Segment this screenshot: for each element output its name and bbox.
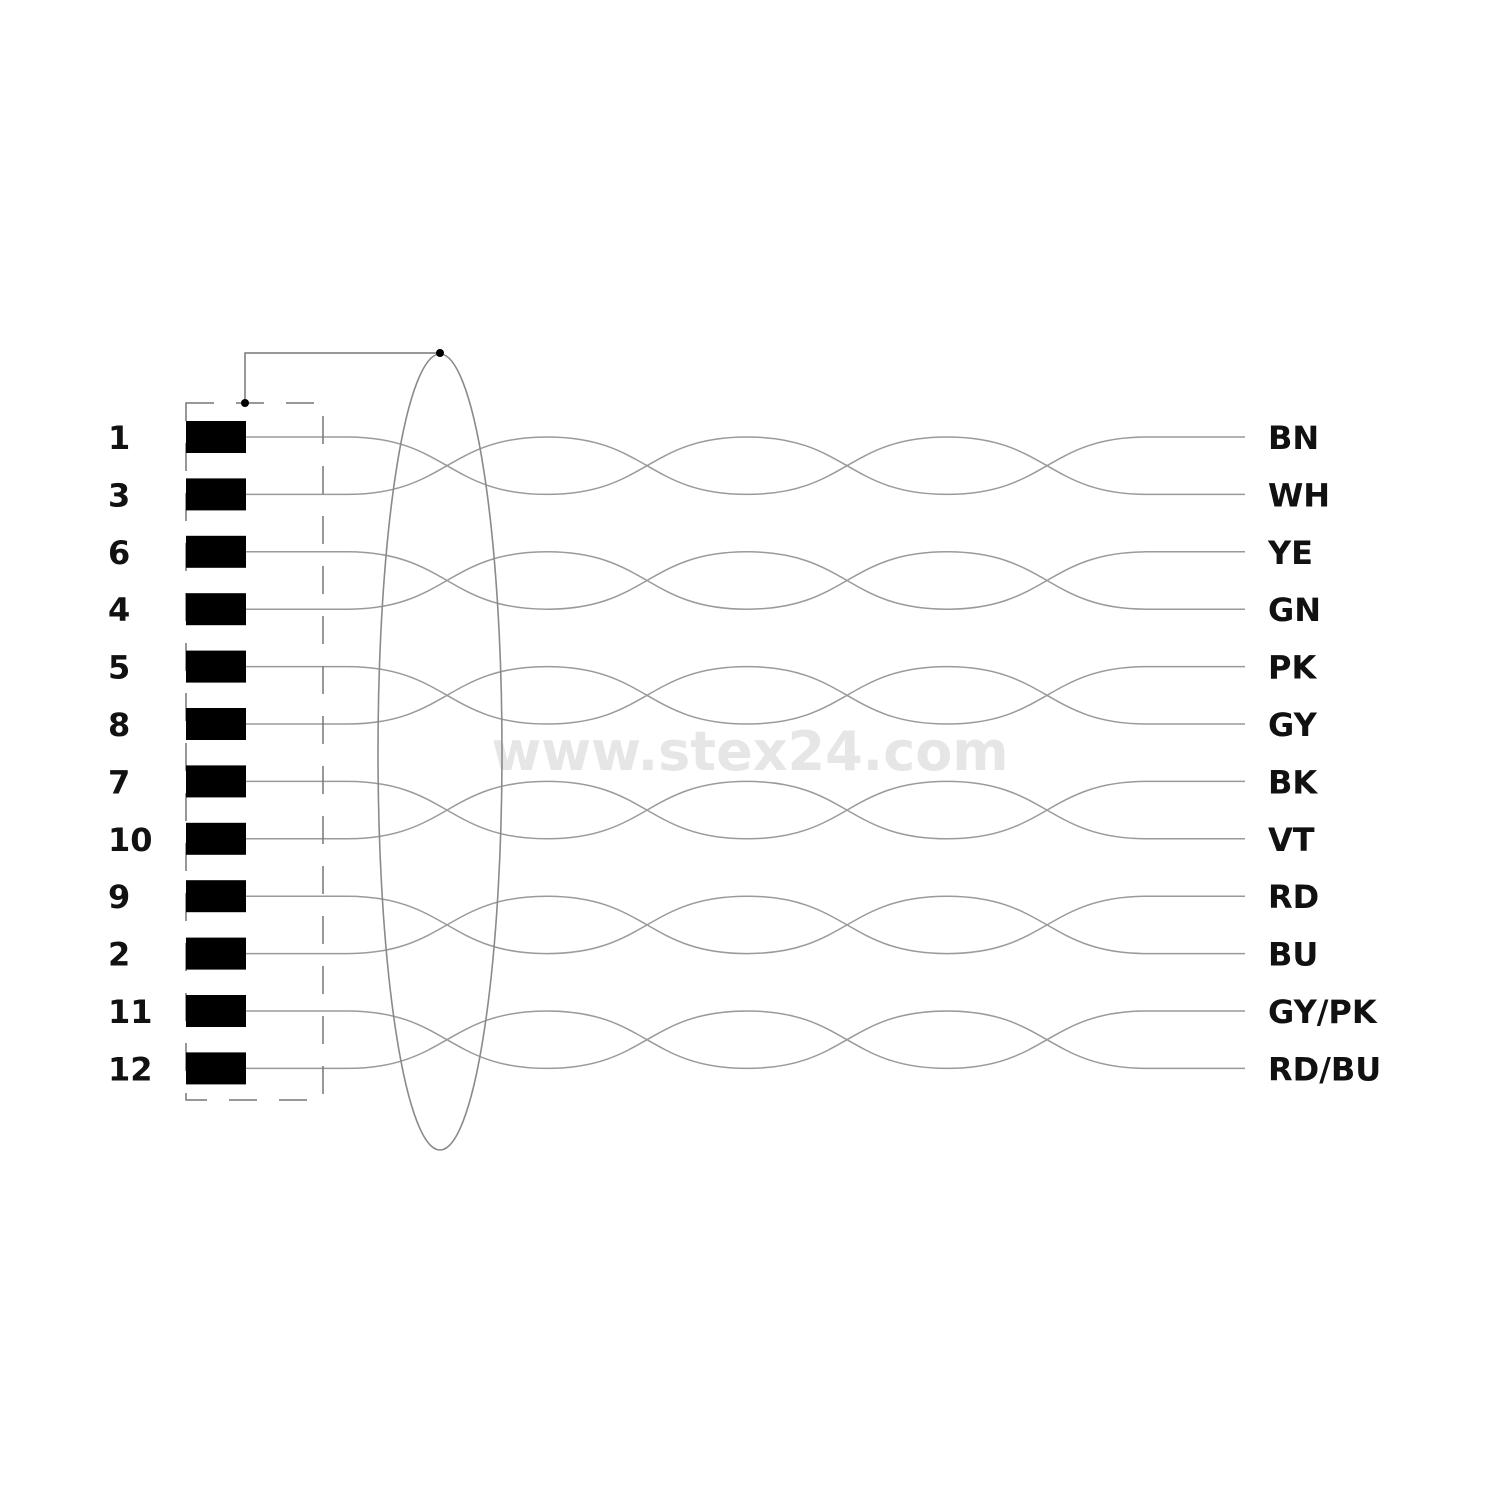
pins: 1 BN 3 WH 6 YE 4 GN 5 PK 8 GY 7 BK 10 VT 9 RD 2 BU 11 GY/PK 12… xyxy=(108,419,1381,1088)
wire-color-label: PK xyxy=(1268,649,1317,687)
watermark: www.stex24.com xyxy=(491,720,1008,783)
connector-housing-outline xyxy=(185,402,324,1101)
wire xyxy=(246,665,1245,725)
pin-contact xyxy=(186,880,246,913)
cable-shield xyxy=(377,353,503,1151)
pin-contact xyxy=(186,708,246,740)
pin-contact xyxy=(186,822,246,855)
wire-color-label: RD/BU xyxy=(1268,1050,1381,1088)
wire xyxy=(246,551,1245,610)
twisted-pairs xyxy=(246,436,1245,1070)
wire-color-label: BU xyxy=(1268,936,1318,974)
wire xyxy=(246,895,1245,955)
wire-color-label: GY/PK xyxy=(1268,993,1378,1031)
pin-contact xyxy=(186,478,246,511)
wire xyxy=(246,436,1245,496)
wire xyxy=(246,551,1245,610)
pin-number: 11 xyxy=(108,993,153,1031)
housing-junction-dot xyxy=(241,399,249,407)
pin-contact xyxy=(186,1052,246,1085)
wire-color-label: WH xyxy=(1268,476,1330,514)
wire-color-label: BK xyxy=(1268,763,1318,801)
wire-color-label: GY xyxy=(1268,706,1318,744)
wire xyxy=(246,895,1245,955)
wire-color-label: RD xyxy=(1268,878,1319,916)
pin-number: 5 xyxy=(108,649,130,687)
pin-number: 9 xyxy=(108,878,130,916)
pin-number: 6 xyxy=(108,534,130,572)
pin-number: 12 xyxy=(108,1050,153,1088)
pin-contact xyxy=(186,995,246,1027)
pin-contact xyxy=(186,765,246,798)
wire xyxy=(246,665,1245,725)
wire xyxy=(246,1010,1245,1070)
wire xyxy=(246,780,1245,840)
pin-number: 3 xyxy=(108,476,130,514)
pin-contact xyxy=(186,650,246,683)
wire xyxy=(246,780,1245,840)
pin-number: 8 xyxy=(108,706,130,744)
pin-number: 4 xyxy=(108,591,130,629)
wire-color-label: BN xyxy=(1268,419,1319,457)
wire-color-label: VT xyxy=(1268,821,1315,859)
pin-contact xyxy=(186,421,246,453)
pin-contact xyxy=(186,535,246,568)
wire-color-label: YE xyxy=(1267,534,1313,572)
shield-drain-wire xyxy=(244,352,440,403)
pin-contact xyxy=(186,593,246,626)
wire xyxy=(246,436,1245,496)
pin-number: 7 xyxy=(108,763,130,801)
pin-number: 10 xyxy=(108,821,153,859)
pin-number: 2 xyxy=(108,936,130,974)
wire-color-label: GN xyxy=(1268,591,1321,629)
wire xyxy=(246,1010,1245,1070)
pin-contact xyxy=(186,937,246,970)
pin-number: 1 xyxy=(108,419,130,457)
shield-junction-dot xyxy=(436,349,444,357)
